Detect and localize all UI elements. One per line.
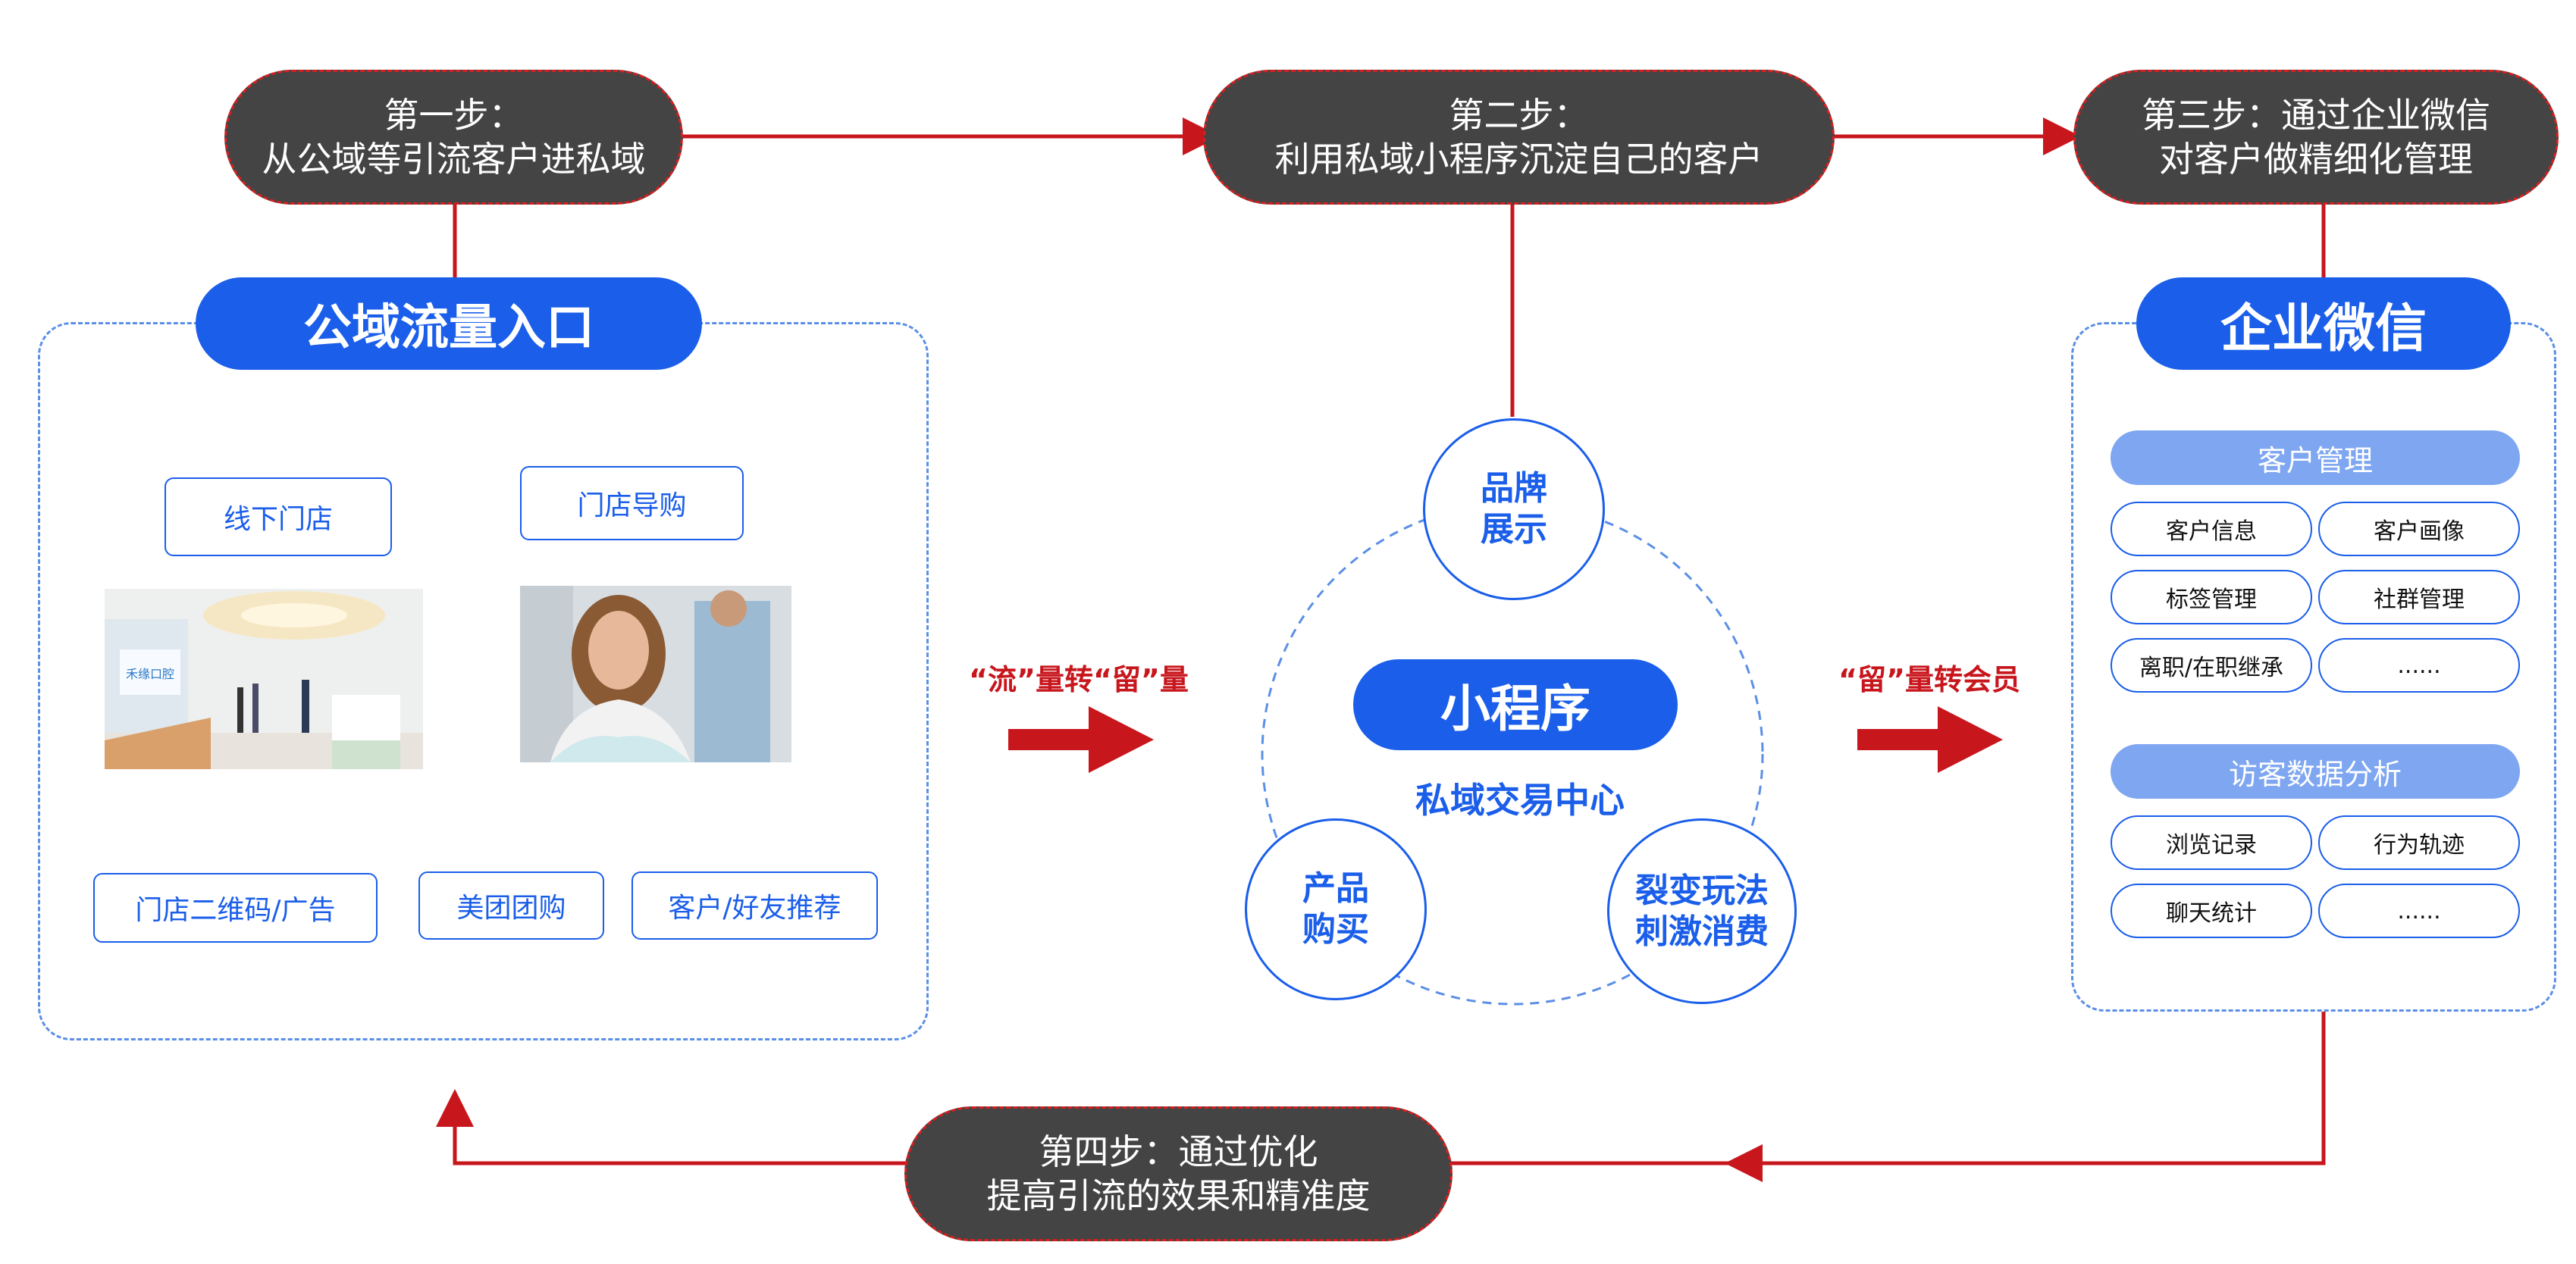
fission-play-line2: 刺激消费 xyxy=(1635,912,1769,951)
product-purchase-node: 产品 购买 xyxy=(1245,818,1427,1000)
clinic-lobby-photo: 禾缘口腔 xyxy=(105,589,423,769)
customer-management-header: 客户管理 xyxy=(2111,430,2520,485)
staff-portrait-photo xyxy=(520,586,791,762)
tag-store-qrcode-ad: 门店二维码/广告 xyxy=(93,873,378,943)
chip-customer-profile: 客户画像 xyxy=(2318,502,2520,556)
fission-play-line1: 裂变玩法 xyxy=(1635,871,1769,910)
brand-display-line2: 展示 xyxy=(1481,510,1547,549)
wecom-title: 企业微信 xyxy=(2136,277,2511,370)
clinic-sign-text: 禾缘口腔 xyxy=(126,667,174,681)
step4-line1: 第四步：通过优化 xyxy=(1039,1131,1318,1172)
step2-pill: 第二步： 利用私域小程序沉淀自己的客户 xyxy=(1203,70,1835,205)
chip-staff-inheritance: 离职/在职继承 xyxy=(2111,638,2312,693)
brand-display-node: 品牌 展示 xyxy=(1423,418,1605,600)
product-purchase-line2: 购买 xyxy=(1302,910,1369,949)
fission-play-node: 裂变玩法 刺激消费 xyxy=(1607,818,1797,1004)
chip-chat-stats: 聊天统计 xyxy=(2111,884,2312,938)
product-purchase-line1: 产品 xyxy=(1302,869,1369,908)
retention-to-member-label: “留”量转会员 xyxy=(1838,663,2020,696)
flow-to-retention-label: “流”量转“留”量 xyxy=(969,663,1189,696)
chip-behavior-track: 行为轨迹 xyxy=(2318,815,2520,870)
transfer-arrow-right xyxy=(1857,706,2003,773)
visitor-analytics-header: 访客数据分析 xyxy=(2111,744,2520,799)
arrow-wecom-step4 xyxy=(1725,1012,2326,1182)
chip-tag-management: 标签管理 xyxy=(2111,570,2312,624)
tag-offline-store: 线下门店 xyxy=(165,477,392,556)
step1-line2: 从公域等引流客户进私域 xyxy=(262,139,646,180)
tag-store-guide: 门店导购 xyxy=(520,466,744,540)
step3-line1: 第三步：通过企业微信 xyxy=(2142,95,2490,136)
arrow-step4-public xyxy=(436,1089,906,1165)
public-traffic-title: 公域流量入口 xyxy=(196,277,702,370)
mini-program-subtitle: 私域交易中心 xyxy=(1415,780,1625,821)
step3-line2: 对客户做精细化管理 xyxy=(2159,139,2473,180)
tag-meituan-group-buy: 美团团购 xyxy=(418,871,604,940)
chip-more-2: ...... xyxy=(2318,884,2520,938)
tag-customer-referral: 客户/好友推荐 xyxy=(631,871,878,940)
step2-line1: 第二步： xyxy=(1449,95,1589,136)
brand-display-line1: 品牌 xyxy=(1481,469,1547,508)
step1-line1: 第一步： xyxy=(384,95,524,136)
transfer-arrow-left xyxy=(1008,706,1154,773)
chip-browse-records: 浏览记录 xyxy=(2111,815,2312,870)
step1-pill: 第一步： 从公域等引流客户进私域 xyxy=(224,70,683,205)
step2-line2: 利用私域小程序沉淀自己的客户 xyxy=(1274,139,1763,180)
chip-customer-info: 客户信息 xyxy=(2111,502,2312,556)
step4-pill: 第四步：通过优化 提高引流的效果和精准度 xyxy=(904,1106,1453,1241)
step3-pill: 第三步：通过企业微信 对客户做精细化管理 xyxy=(2073,70,2559,205)
chip-community-management: 社群管理 xyxy=(2318,570,2520,624)
chip-more-1: ...... xyxy=(2318,638,2520,693)
step4-line2: 提高引流的效果和精准度 xyxy=(986,1175,1371,1216)
mini-program-title: 小程序 xyxy=(1353,659,1678,750)
